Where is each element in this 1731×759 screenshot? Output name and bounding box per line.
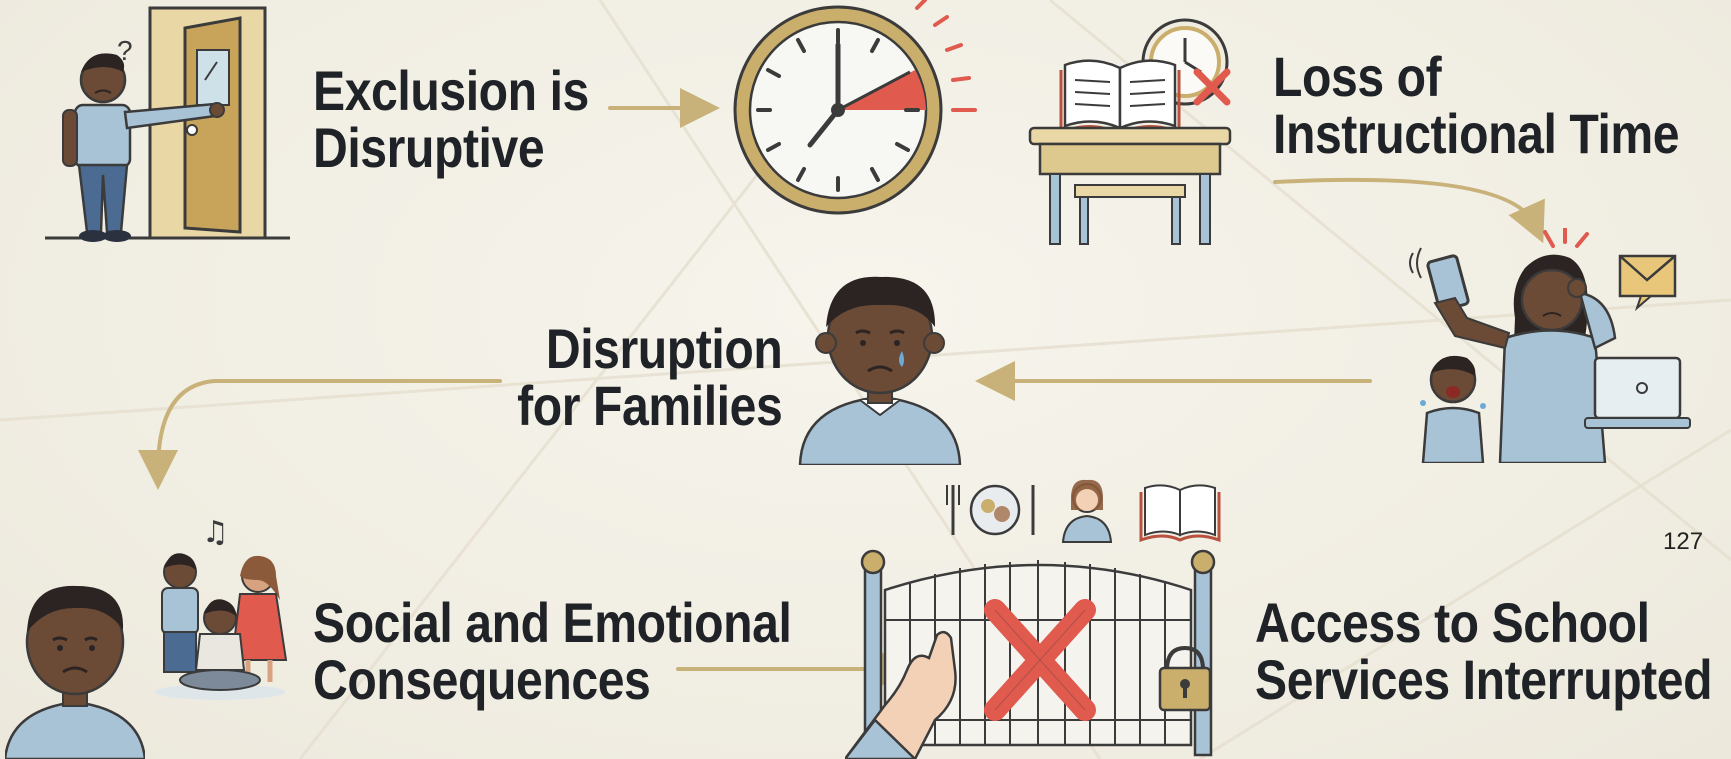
desk-book-icon: [1028, 18, 1232, 245]
label-exclusion-line1: Exclusion is: [313, 59, 589, 122]
page-number: 127: [1663, 528, 1704, 555]
sad-child-icon: [5, 585, 145, 759]
sad-boy-icon: [798, 276, 962, 465]
label-instructional: Loss of Instructional Time: [1273, 45, 1680, 166]
label-families: Disruption for Families: [516, 317, 783, 438]
svg-text:♫: ♫: [202, 520, 229, 550]
door-icon: ?: [45, 6, 290, 242]
label-instructional-line1: Loss of: [1273, 45, 1442, 108]
svg-text:?: ?: [117, 35, 133, 66]
arrow-instructional-to-parent: [1273, 177, 1545, 244]
label-services: Access to School Services Interrupted: [1255, 591, 1713, 712]
children-group-icon: ♫: [155, 520, 288, 700]
arrow-families-to-social: [138, 379, 502, 490]
label-social-line1: Social and Emotional: [313, 591, 792, 654]
clock-icon: [733, 0, 977, 215]
stressed-parent-icon: [1409, 228, 1691, 463]
label-exclusion-line2: Disruptive: [313, 116, 545, 180]
service-icons: [946, 479, 1221, 543]
label-social: Social and Emotional Consequences: [313, 591, 792, 712]
label-services-line1: Access to School: [1255, 591, 1650, 654]
label-families-line1: Disruption: [545, 317, 783, 380]
label-social-line2: Consequences: [313, 648, 651, 712]
label-families-line2: for Families: [516, 374, 783, 438]
gate-lock-icon: [845, 479, 1221, 759]
label-exclusion: Exclusion is Disruptive: [313, 62, 589, 176]
label-services-line2: Services Interrupted: [1255, 648, 1713, 712]
label-instructional-line2: Instructional Time: [1273, 102, 1680, 166]
